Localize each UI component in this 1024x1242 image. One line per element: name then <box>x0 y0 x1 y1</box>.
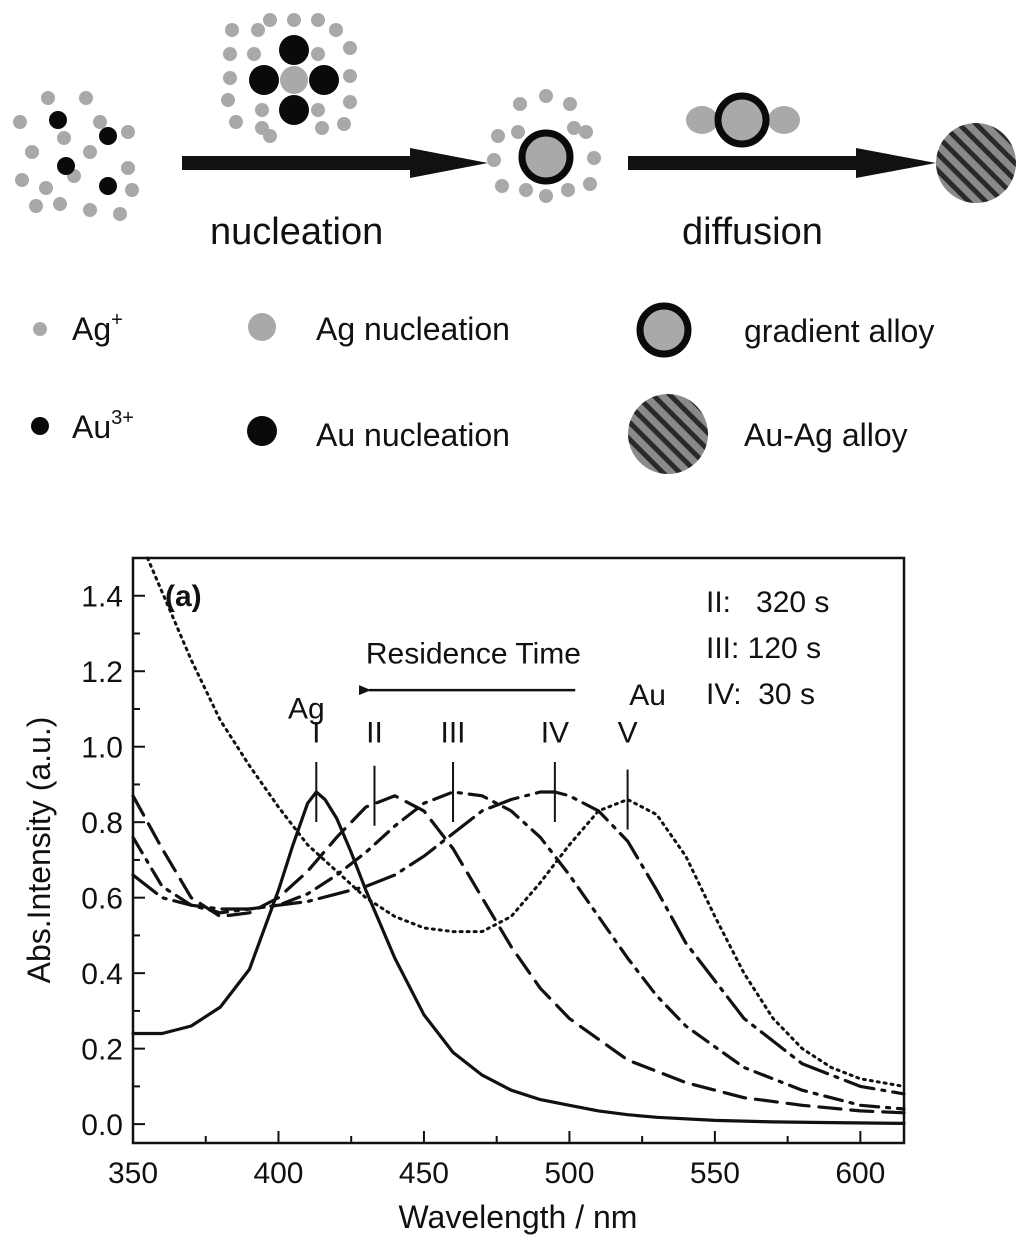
y-tick-label: 1.0 <box>81 732 123 765</box>
au-ag-alloy-symbol <box>628 394 708 474</box>
ag-ion-symbol <box>33 322 47 336</box>
ag-ion-label: Ag+ <box>72 309 123 347</box>
diffusion-particle <box>686 92 800 148</box>
series-layer <box>131 556 906 1126</box>
y-tick-label: 0.8 <box>81 807 123 840</box>
peak-marker-label: I <box>312 717 320 750</box>
axis-ticks: 350 400 450 500 550 600 0.0 0.2 0.4 0.6 0.8 1.0 1.2 1… <box>81 581 885 1190</box>
y-tick-label: 1.2 <box>81 656 123 689</box>
final-alloy-particle <box>936 123 1016 203</box>
diffusion-arrow: diffusion <box>628 148 936 253</box>
x-tick-label: 600 <box>835 1157 885 1190</box>
au-nucleation-label: Au nucleation <box>316 417 510 453</box>
au-nucleation-symbol <box>247 416 277 446</box>
time-legend-line: IV: 30 s <box>706 678 815 711</box>
plot-frame <box>131 556 906 1145</box>
ag-nucleation-label: Ag nucleation <box>316 311 510 347</box>
x-tick-label: 550 <box>690 1157 740 1190</box>
peak-marker-label: IV <box>541 717 569 750</box>
au-peak-label: Au <box>629 679 666 712</box>
y-tick-label: 0.0 <box>81 1109 123 1142</box>
nucleation-arrow: nucleation <box>182 148 488 253</box>
ag-nucleation-symbol <box>248 313 276 341</box>
y-axis-label: Abs.Intensity (a.u.) <box>21 717 57 984</box>
residence-time-label: Residence Time <box>366 638 581 671</box>
x-tick-label: 500 <box>544 1157 594 1190</box>
gradient-alloy-symbol <box>636 302 692 358</box>
series-line-dashed <box>131 794 906 1115</box>
y-tick-label: 1.4 <box>81 581 123 614</box>
series-line-solid <box>131 790 906 1126</box>
au-ion-label: Au3+ <box>72 407 134 445</box>
au-ag-alloy-label: Au-Ag alloy <box>744 417 908 453</box>
schematic: nucleation <box>13 13 1016 474</box>
precursor-cluster <box>13 91 139 221</box>
y-tick-label: 0.6 <box>81 883 123 916</box>
x-tick-label: 350 <box>108 1157 158 1190</box>
peak-marker-label: II <box>366 717 383 750</box>
diffusion-label: diffusion <box>682 211 823 253</box>
peak-marker-label: V <box>618 717 638 750</box>
time-legend-line: II: 320 s <box>706 586 829 619</box>
nucleation-cluster <box>221 13 357 143</box>
y-tick-label: 0.4 <box>81 958 123 991</box>
gradient-alloy-cluster <box>487 89 601 203</box>
y-tick-label: 0.2 <box>81 1034 123 1067</box>
absorption-chart: 350 400 450 500 550 600 0.0 0.2 0.4 0.6 0.8 1.0 1.2 1… <box>21 556 906 1235</box>
precursor-au-ions <box>49 111 117 195</box>
x-axis-label: Wavelength / nm <box>399 1199 638 1235</box>
x-tick-label: 400 <box>253 1157 303 1190</box>
nucleation-label: nucleation <box>210 211 383 253</box>
peak-marker-label: III <box>441 717 466 750</box>
series-line-longdash-dot <box>131 790 906 1096</box>
ag-peak-label: Ag <box>288 692 325 725</box>
au-ion-symbol <box>31 417 49 435</box>
series-line-dashdot <box>131 790 906 1111</box>
gradient-alloy-label: gradient alloy <box>744 313 934 349</box>
schematic-legend: Ag+ Au3+ Ag nucleation Au nucleation gra… <box>31 302 934 474</box>
x-tick-label: 450 <box>399 1157 449 1190</box>
series-line-dotted <box>146 556 906 1088</box>
panel-label: (a) <box>165 580 202 613</box>
time-legend-line: III: 120 s <box>706 632 821 665</box>
